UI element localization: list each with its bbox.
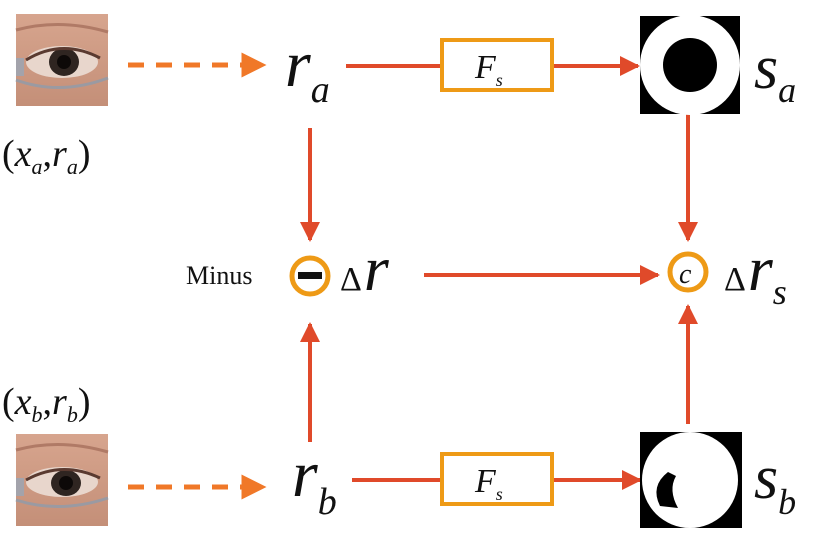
node-ra: ra: [285, 28, 330, 111]
mask-sa: [640, 15, 740, 115]
fs-box-top: Fs: [440, 38, 554, 92]
eye-photo-a: [15, 14, 109, 106]
minus-label: Minus: [186, 261, 252, 290]
eye-photo-icon: [15, 14, 109, 106]
node-sa: sa: [754, 34, 796, 110]
node-delta-rs: Δrs: [724, 233, 787, 312]
compare-symbol: c: [679, 259, 692, 290]
eye-photo-icon: [15, 434, 109, 526]
eye-photo-b: [15, 434, 109, 526]
fs-label-top: Fs: [474, 49, 503, 90]
compare-operator: c: [667, 251, 709, 293]
minus-circle-icon: [289, 255, 331, 297]
fs-label-bottom: Fs: [474, 463, 503, 504]
node-rb: rb: [292, 438, 337, 523]
node-delta-r: Δr: [340, 233, 390, 304]
fs-box-bottom: Fs: [440, 452, 554, 506]
mask-sb: [640, 432, 742, 528]
mask-icon: [640, 432, 742, 528]
pair-label-a: (xa,ra): [2, 133, 90, 179]
mask-icon: [640, 15, 740, 115]
pair-label-b: (xb,rb): [2, 381, 90, 427]
node-sb: sb: [754, 444, 796, 522]
compare-circle-icon: c: [667, 251, 709, 293]
minus-operator: [289, 255, 331, 297]
